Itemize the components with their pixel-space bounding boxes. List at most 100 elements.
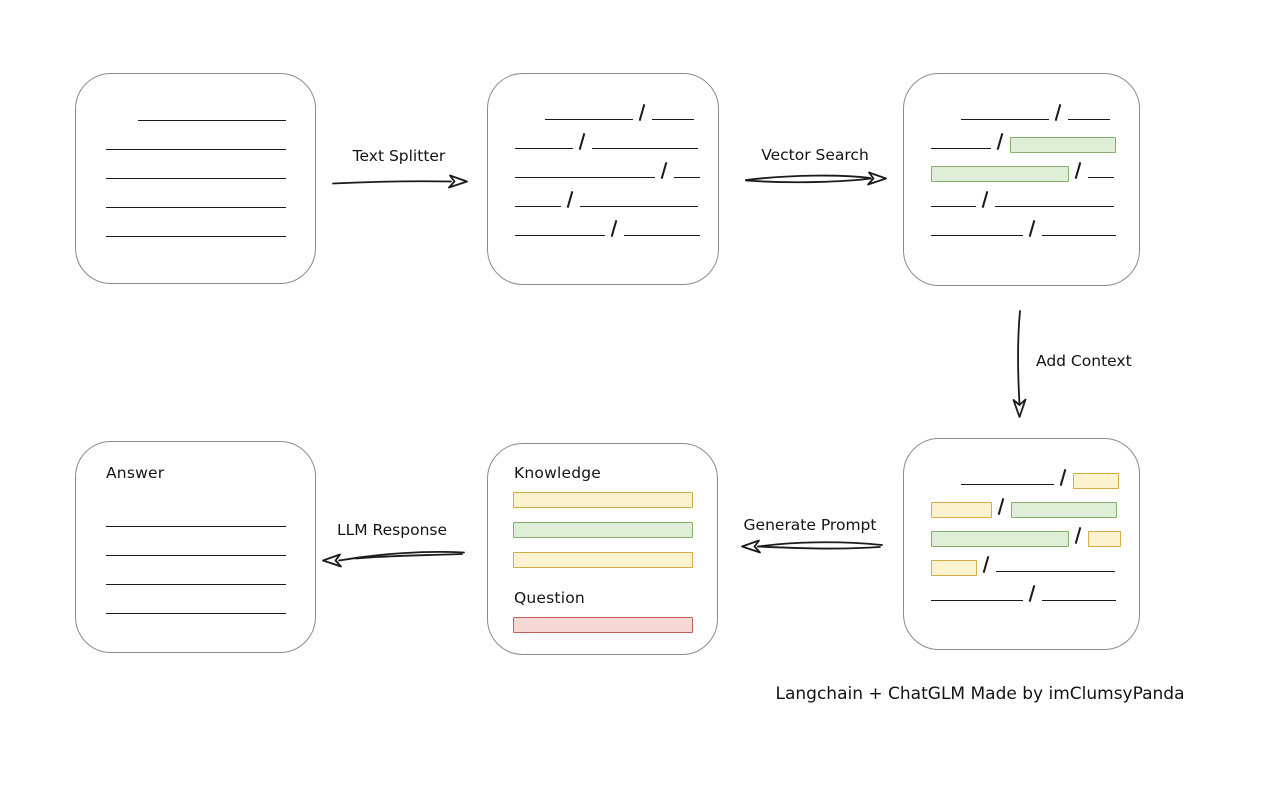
text-row [106, 209, 315, 238]
green-chunk-highlight [931, 531, 1069, 547]
vector-search-arrow [745, 171, 887, 186]
text-row [931, 92, 1139, 121]
box-source-document [75, 73, 316, 284]
text-row [513, 492, 717, 522]
text-line [106, 526, 286, 527]
text-line [515, 235, 605, 236]
split-slash [982, 556, 991, 573]
text-row [513, 522, 717, 552]
split-slash [1059, 469, 1068, 486]
split-slash [610, 220, 619, 237]
indent-gap [931, 120, 961, 121]
text-line [106, 584, 286, 585]
text-line [106, 149, 286, 150]
text-line [580, 206, 698, 207]
split-slash [578, 133, 587, 150]
text-line [1042, 235, 1116, 236]
text-row [106, 122, 315, 151]
llm-response-arrow [322, 551, 465, 568]
text-row [931, 515, 1139, 547]
yellow-chunk-highlight [931, 560, 977, 576]
box-split-text [487, 73, 719, 285]
text-row [106, 499, 315, 528]
text-row [515, 150, 718, 179]
context-chunks-lines [904, 439, 1139, 602]
box-context-chunks [903, 438, 1140, 650]
text-row [106, 528, 315, 557]
generate-prompt-arrow [741, 539, 883, 554]
text-line [931, 206, 976, 207]
text-line [995, 206, 1114, 207]
question-label: Question [514, 589, 585, 607]
text-splitter-arrow [332, 174, 468, 189]
green-chunk-highlight [1011, 502, 1117, 518]
text-line [1042, 600, 1116, 601]
box-answer: Answer [75, 441, 316, 653]
text-line [931, 600, 1023, 601]
split-slash [981, 191, 990, 208]
text-splitter-label: Text Splitter [352, 147, 446, 165]
add-context-label: Add Context [1036, 352, 1132, 370]
text-line [515, 206, 561, 207]
text-row [931, 208, 1139, 237]
text-line [515, 177, 655, 178]
text-row [106, 151, 315, 180]
text-line [545, 119, 633, 120]
retrieved-chunks-lines [904, 74, 1139, 237]
green-chunk-highlight [931, 166, 1069, 182]
text-line [138, 120, 286, 121]
split-slash [1054, 104, 1063, 121]
text-line [592, 148, 698, 149]
text-line [961, 484, 1054, 485]
text-row [106, 180, 315, 209]
text-row [931, 150, 1139, 182]
split-slash [997, 498, 1006, 515]
text-row [931, 486, 1139, 518]
text-row [515, 179, 718, 208]
text-row [513, 617, 717, 647]
split-slash [566, 191, 575, 208]
green-chunk-highlight [513, 522, 693, 538]
yellow-chunk-highlight [513, 552, 693, 568]
text-line [515, 148, 573, 149]
yellow-chunk-highlight [513, 492, 693, 508]
text-row [931, 457, 1139, 489]
text-row [931, 544, 1139, 576]
text-line [652, 119, 694, 120]
text-row [513, 552, 717, 582]
answer-label: Answer [106, 464, 165, 482]
credit-caption: Langchain + ChatGLM Made by imClumsyPand… [775, 684, 1185, 704]
text-line [106, 178, 286, 179]
text-row [515, 92, 718, 121]
knowledge-bars [513, 492, 717, 582]
split-slash [1074, 162, 1083, 179]
red-chunk-highlight [513, 617, 693, 633]
yellow-chunk-highlight [1073, 473, 1119, 489]
text-row [515, 121, 718, 150]
llm-response-label: LLM Response [336, 521, 447, 539]
yellow-chunk-highlight [1088, 531, 1121, 547]
text-row [931, 573, 1139, 602]
text-row [931, 179, 1139, 208]
text-line [1088, 177, 1114, 178]
text-row [106, 557, 315, 586]
indent-gap [106, 121, 138, 122]
vector-search-label: Vector Search [761, 146, 869, 164]
box-prompt: Knowledge Question [487, 443, 718, 655]
question-bar [513, 617, 717, 647]
text-line [961, 119, 1049, 120]
split-slash [1028, 220, 1037, 237]
indent-gap [515, 120, 545, 121]
split-slash [638, 104, 647, 121]
add-context-arrow [1012, 310, 1027, 418]
text-line [996, 571, 1115, 572]
split-slash [996, 133, 1005, 150]
answer-lines [106, 482, 315, 615]
text-line [1068, 119, 1110, 120]
indent-gap [931, 485, 961, 486]
text-line [931, 148, 991, 149]
text-row [106, 93, 315, 122]
text-row [106, 586, 315, 615]
split-text-lines [488, 74, 718, 237]
